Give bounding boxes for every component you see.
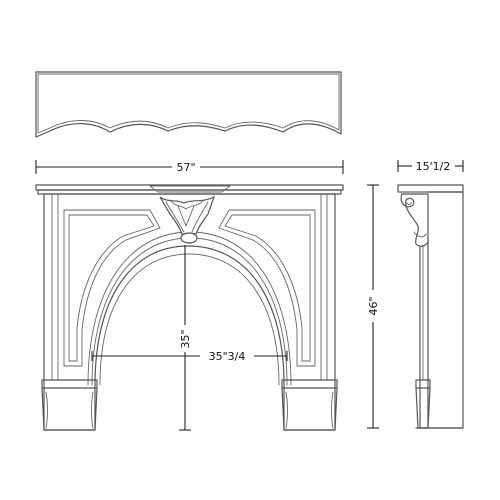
side-view [397, 184, 464, 429]
depth-label: 15'1/2 [416, 160, 451, 173]
dimension-opening-height: 35" [179, 245, 192, 431]
overall-height-label: 46" [367, 296, 380, 315]
front-view [35, 184, 344, 431]
dimension-opening-width: 35"3/4 [91, 350, 288, 363]
dimension-overall-width: 57" [35, 160, 344, 174]
dimension-depth: 15'1/2 [397, 160, 464, 173]
opening-width-label: 35"3/4 [209, 350, 246, 363]
top-view-shelf [35, 71, 342, 138]
dimension-overall-height: 46" [367, 184, 380, 429]
opening-height-label: 35" [179, 329, 192, 348]
keystone-ornament [159, 195, 216, 244]
overall-width-label: 57" [176, 161, 195, 174]
scroll-corbel [400, 193, 429, 247]
